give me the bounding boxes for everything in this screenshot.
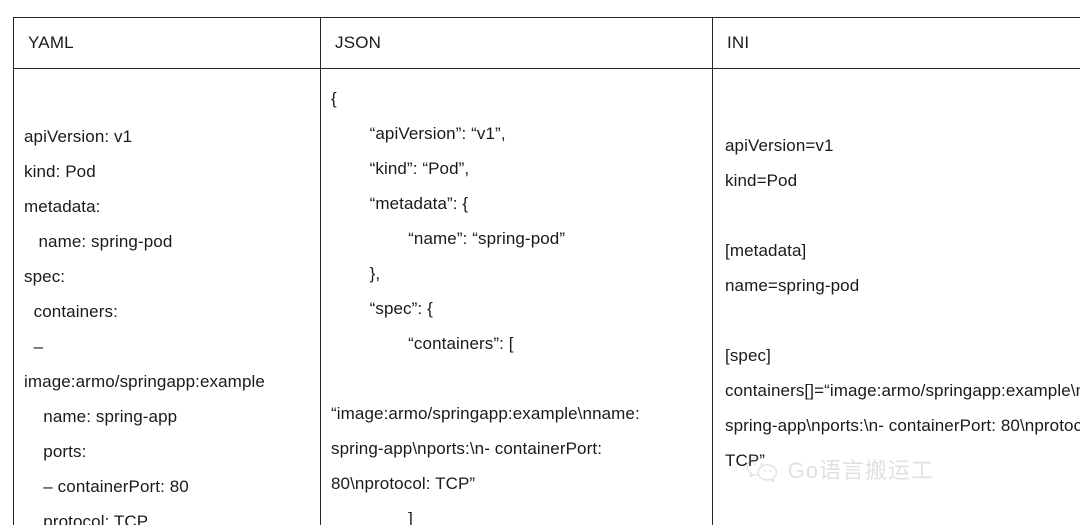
cell-ini: apiVersion=v1 kind=Pod [metadata] name=spr… [712, 68, 1080, 525]
code-line: [metadata] [725, 241, 807, 260]
table-row: apiVersion: v1 kind: Pod metadata: name: s… [13, 68, 1080, 525]
cell-json: { “apiVersion”: “v1”, “kind”: “Pod”, “me… [320, 68, 713, 525]
code-line: “image:armo/springapp:example\nname: [331, 404, 640, 423]
code-line: – containerPort: 80 [24, 477, 189, 496]
code-line: protocol: TCP [24, 512, 149, 525]
code-line: “name”: “spring-pod” [331, 229, 566, 248]
code-line [725, 303, 1080, 338]
code-line: ] [331, 509, 413, 525]
code-line: containers[]=“image:armo/springapp:examp… [725, 381, 1080, 400]
code-line: TCP” [725, 451, 766, 470]
code-line: image:armo/springapp:example [24, 372, 265, 391]
column-header-ini: INI [712, 17, 1080, 69]
code-line: name: spring-app [24, 407, 178, 426]
table-body: apiVersion: v1 kind: Pod metadata: name: s… [13, 68, 1080, 525]
code-line: metadata: [24, 197, 101, 216]
cell-yaml: apiVersion: v1 kind: Pod metadata: name: s… [13, 68, 321, 525]
json-code-block: { “apiVersion”: “v1”, “kind”: “Pod”, “me… [322, 70, 712, 525]
code-line: ports: [24, 442, 87, 461]
code-line: 80\nprotocol: TCP” [331, 474, 476, 493]
table-header: YAML JSON INI [13, 17, 1080, 69]
code-line: apiVersion: v1 [24, 127, 133, 146]
code-line: “apiVersion”: “v1”, [331, 124, 506, 143]
code-line: }, [331, 264, 381, 283]
code-line: “containers”: [ [331, 334, 514, 353]
yaml-code-block: apiVersion: v1 kind: Pod metadata: name: s… [15, 70, 320, 525]
code-line: { [331, 89, 337, 108]
code-line: containers: [24, 302, 118, 321]
code-line: spring-app\nports:\n- containerPort: 80\… [725, 416, 1080, 435]
ini-code-block: apiVersion=v1 kind=Pod [metadata] name=spr… [714, 70, 1080, 479]
table-header-row: YAML JSON INI [13, 17, 1080, 69]
code-line [725, 198, 1080, 233]
code-line: name=spring-pod [725, 276, 860, 295]
code-line: spec: [24, 267, 66, 286]
code-line: name: spring-pod [24, 232, 173, 251]
code-line: “metadata”: { [331, 194, 469, 213]
code-line: spring-app\nports:\n- containerPort: [331, 439, 603, 458]
column-header-yaml: YAML [13, 17, 321, 69]
code-line [331, 361, 712, 396]
code-line: “spec”: { [331, 299, 433, 318]
code-line: [spec] [725, 346, 771, 365]
column-header-json: JSON [320, 17, 713, 69]
code-line: – [24, 337, 44, 356]
format-comparison-table: YAML JSON INI apiVersion: v1 kind: Pod met… [13, 17, 1080, 525]
code-line: “kind”: “Pod”, [331, 159, 470, 178]
code-line: apiVersion=v1 [725, 136, 834, 155]
code-line: kind: Pod [24, 162, 96, 181]
code-line: kind=Pod [725, 171, 798, 190]
